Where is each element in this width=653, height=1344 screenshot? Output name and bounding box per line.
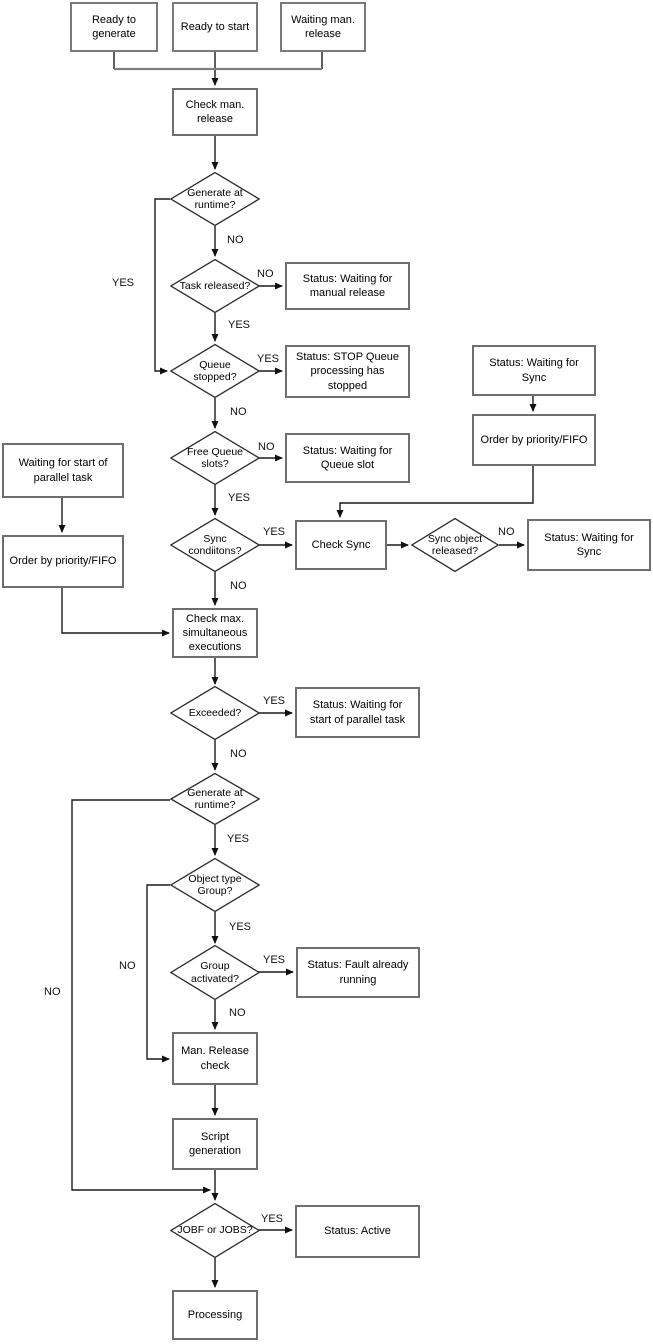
edge-label-objtype-no: NO [119, 960, 136, 972]
node-label: Ready to generate [91, 13, 137, 40]
node-label: Status: Active [324, 1225, 391, 1238]
node-label: Check max. simultaneous executions [182, 612, 248, 654]
node-label: Processing [187, 1308, 243, 1321]
node-label: Sync object released? [427, 532, 483, 557]
decision-free-queue-slots: Free Queue slots? [170, 431, 260, 485]
node-status-fault-running: Status: Fault already running [296, 947, 420, 998]
node-label: Status: Waiting for start of parallel ta… [309, 699, 406, 726]
decision-generate-at-runtime-1: Generate at runtime? [170, 172, 260, 226]
decision-generate-at-runtime-2: Generate at runtime? [170, 773, 260, 825]
decision-sync-conditions: Sync condiitons? [170, 518, 260, 572]
edge-label-jobf-yes: YES [261, 1213, 284, 1225]
node-status-stop-queue: Status: STOP Queue processing has stoppe… [285, 345, 410, 398]
decision-sync-object-released: Sync object released? [411, 518, 499, 572]
node-waiting-start-parallel: Waiting for start of parallel task [2, 443, 124, 498]
edge-label-slots-yes: YES [228, 492, 251, 504]
edge-label-syncobj-no: NO [498, 526, 515, 538]
node-label: Group activated? [191, 960, 239, 985]
node-label: Status: STOP Queue processing has stoppe… [296, 351, 399, 392]
node-man-release-check: Man. Release check [172, 1032, 258, 1085]
arrow-generate2-no-to-jobf-junction [71, 799, 211, 1194]
edge-label-sync-no: NO [230, 580, 247, 592]
node-label: Order by priority/FIFO [480, 433, 588, 446]
node-order-by-priority-right: Order by priority/FIFO [472, 414, 596, 466]
edge-label-slots-no: NO [258, 441, 275, 453]
node-label: Generate at runtime? [187, 186, 243, 211]
decision-exceeded: Exceeded? [170, 686, 260, 740]
node-label: Status: Waiting for Sync [544, 531, 634, 558]
decision-group-activated: Group activated? [170, 945, 260, 1000]
node-check-max-simultaneous: Check max. simultaneous executions [172, 608, 258, 658]
node-label: Status: Waiting for Sync [489, 357, 579, 384]
node-status-waiting-sync-top: Status: Waiting for Sync [472, 345, 596, 396]
node-label: Ready to start [180, 20, 250, 33]
node-status-waiting-sync-right: Status: Waiting for Sync [527, 519, 651, 571]
decision-task-released: Task released? [170, 259, 260, 313]
node-label: Status: Waiting for Queue slot [302, 444, 393, 471]
node-status-waiting-manual-release: Status: Waiting for manual release [285, 262, 410, 310]
decision-queue-stopped: Queue stopped? [170, 344, 260, 398]
node-label: Sync condiitons? [188, 532, 242, 557]
node-label: Waiting for start of parallel task [18, 457, 108, 484]
node-label: Object type Group? [188, 872, 242, 897]
node-label: Queue stopped? [193, 358, 237, 383]
node-script-generation: Script generation [172, 1118, 258, 1170]
node-label: Waiting man. release [291, 13, 355, 40]
edge-label-group-yes: YES [263, 954, 286, 966]
node-label: Man. Release check [181, 1045, 249, 1072]
edge-label-objtype-yes: YES [229, 921, 252, 933]
node-label: Exceeded? [188, 706, 242, 719]
edge-label-generate1-yes: YES [112, 277, 135, 289]
node-status-active: Status: Active [295, 1205, 420, 1258]
node-label: Generate at runtime? [187, 786, 243, 811]
node-label: Script generation [189, 1130, 241, 1157]
node-ready-to-start: Ready to start [172, 2, 258, 52]
edge-label-exceeded-yes: YES [263, 695, 286, 707]
arrow-order-right-to-check-sync [336, 466, 534, 518]
arrow-order-left-to-check-max [61, 588, 170, 637]
edge-label-exceeded-no: NO [230, 748, 247, 760]
edge-label-queue-no: NO [230, 406, 247, 418]
node-label: Status: Waiting for manual release [302, 272, 393, 299]
node-label: Free Queue slots? [186, 445, 244, 470]
node-label: Status: Fault already running [307, 959, 409, 986]
node-label: Check man. release [185, 98, 245, 125]
node-processing: Processing [172, 1290, 258, 1340]
node-check-sync: Check Sync [295, 520, 387, 570]
node-status-waiting-parallel: Status: Waiting for start of parallel ta… [295, 687, 420, 738]
decision-object-type-group: Object type Group? [170, 858, 260, 912]
node-ready-to-generate: Ready to generate [70, 2, 158, 52]
node-order-by-priority-left: Order by priority/FIFO [2, 535, 124, 588]
edge-label-generate2-no: NO [44, 986, 61, 998]
arrow-object-type-no-to-man-release-check [146, 884, 170, 1063]
edge-label-generate2-yes: YES [227, 833, 250, 845]
edge-label-sync-yes: YES [263, 526, 286, 538]
edge-label-queue-yes: YES [257, 353, 280, 365]
node-label: JOBF or JOBS? [177, 1224, 253, 1237]
node-check-man-release: Check man. release [172, 88, 258, 136]
node-status-waiting-queue-slot: Status: Waiting for Queue slot [285, 433, 410, 483]
node-label: Order by priority/FIFO [9, 555, 117, 568]
edge-label-task-yes: YES [228, 319, 251, 331]
node-label: Check Sync [311, 538, 371, 551]
decision-jobf-or-jobs: JOBF or JOBS? [170, 1203, 260, 1258]
arrow-generate1-yes-to-queue-stopped [154, 198, 170, 375]
node-waiting-man-release: Waiting man. release [280, 2, 366, 52]
edge-label-group-no: NO [229, 1007, 246, 1019]
edge-label-task-no: NO [257, 268, 274, 280]
edge-label-generate1-no: NO [227, 234, 244, 246]
node-label: Task released? [179, 279, 251, 292]
